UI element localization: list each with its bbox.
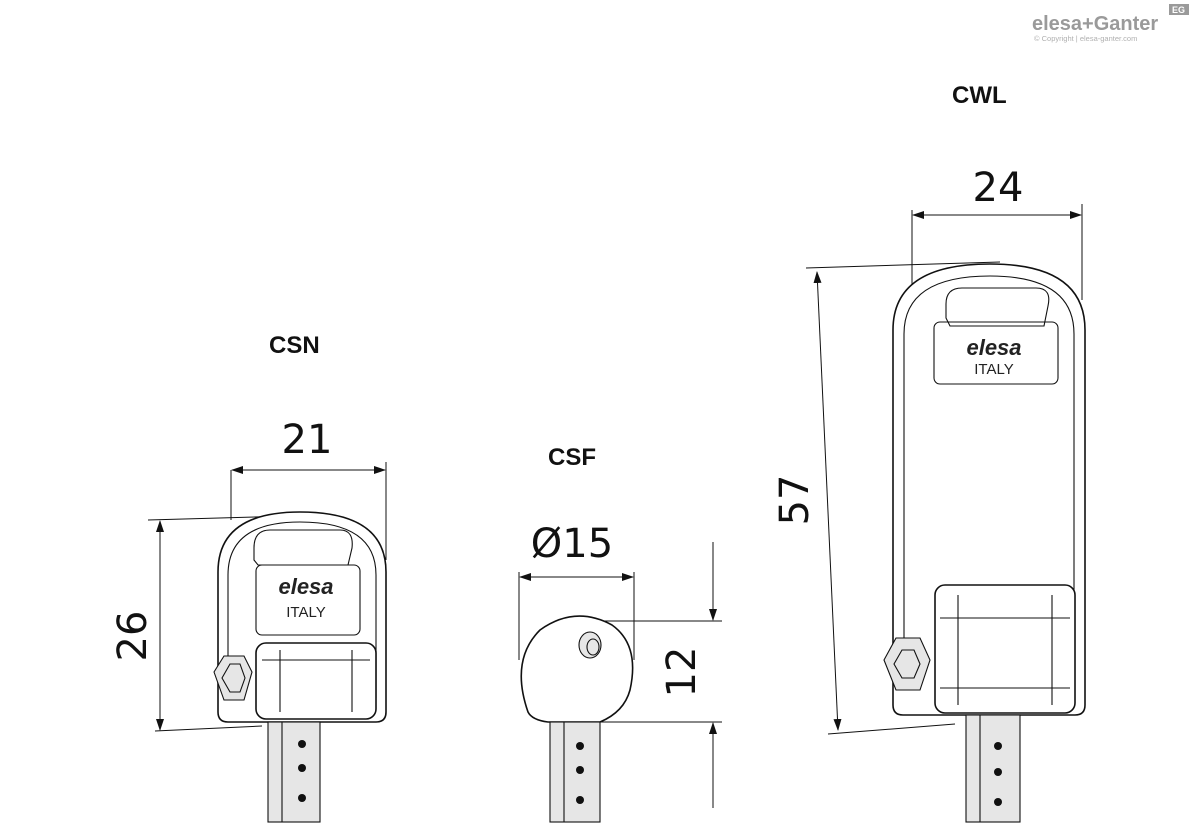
cwl-shaft-hole xyxy=(994,768,1002,776)
csn-label: CSN xyxy=(269,332,320,359)
csf-key-head xyxy=(520,615,634,723)
cwl-cylinder-edges xyxy=(957,595,1053,705)
cwl-shaft-hole xyxy=(994,798,1002,806)
csf-shaft xyxy=(549,721,601,823)
csf-head-hole-inner xyxy=(586,638,600,656)
csf-shaft-hole xyxy=(576,742,584,750)
cwl-head-slot xyxy=(945,287,1050,327)
csn-shaft xyxy=(267,721,321,823)
csn-engraving-country: ITALY xyxy=(286,604,325,621)
csn-shaft-hole xyxy=(298,740,306,748)
cwl-shaft-hole xyxy=(994,742,1002,750)
csf-shaft-hole xyxy=(576,766,584,774)
csf-shaft-hole xyxy=(576,796,584,804)
cwl-height-extension-top xyxy=(805,261,1001,269)
csn-shaft-hole xyxy=(298,794,306,802)
cwl-engraving-country: ITALY xyxy=(974,361,1013,378)
csn-width-dimension: 21 xyxy=(282,417,333,463)
cwl-hex-inner xyxy=(893,649,921,679)
cwl-engraving-panel xyxy=(933,321,1059,385)
csn-height-extension-bottom xyxy=(154,725,263,732)
cwl-hex-cap-icon xyxy=(883,637,931,691)
csn-height-dimension: 26 xyxy=(110,611,156,662)
cwl-height-dimension-line xyxy=(813,271,842,731)
csn-engraving-panel xyxy=(255,564,361,636)
csn-key-drawing: CSN 21 26 elesa ITALY xyxy=(110,332,387,823)
csn-hex-cap-icon xyxy=(213,655,253,701)
brand-logo: elesa+Ganter EG © Copyright | elesa-gant… xyxy=(1032,4,1189,43)
csf-label: CSF xyxy=(548,444,596,471)
csn-head-rim xyxy=(227,521,377,698)
csf-head-hole xyxy=(578,631,602,659)
csn-lock-cylinder xyxy=(255,642,377,720)
brand-logo-text: elesa+Ganter xyxy=(1032,13,1158,35)
csn-engraving-brand: elesa xyxy=(278,574,333,599)
cwl-height-extension-bottom xyxy=(827,723,956,735)
cwl-label: CWL xyxy=(952,82,1007,109)
brand-badge-icon xyxy=(1169,4,1189,15)
brand-badge-text: EG xyxy=(1172,5,1185,15)
cwl-lock-cylinder xyxy=(934,584,1076,714)
csf-key-drawing: CSF Ø15 12 xyxy=(518,444,722,823)
csn-shaft-hole xyxy=(298,764,306,772)
copyright-text: © Copyright | elesa-ganter.com xyxy=(1034,34,1137,43)
csf-height-dimension: 12 xyxy=(659,647,705,698)
csn-head-slot xyxy=(253,529,353,566)
csf-diameter-dimension: Ø15 xyxy=(531,521,613,567)
cwl-height-dimension: 57 xyxy=(772,475,818,526)
cwl-head-rim xyxy=(903,275,1075,690)
cwl-engraving-brand: elesa xyxy=(966,335,1021,360)
cwl-width-dimension: 24 xyxy=(973,165,1024,211)
cwl-shaft xyxy=(965,714,1021,823)
csn-cylinder-edges xyxy=(279,650,353,712)
cwl-key-drawing: CWL 24 57 elesa ITALY xyxy=(772,82,1086,823)
csn-hex-inner xyxy=(221,663,246,693)
